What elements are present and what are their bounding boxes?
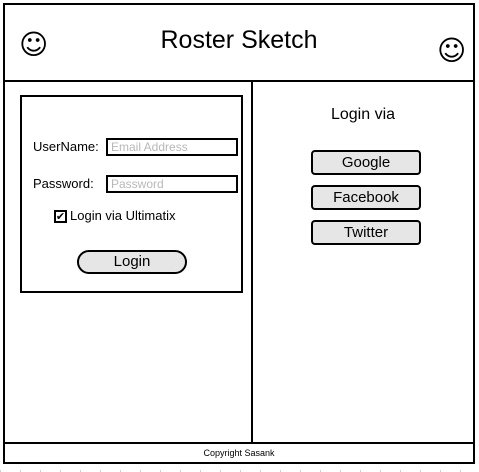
ultimatix-checkbox[interactable]: ✔ (54, 209, 67, 223)
footer-divider (5, 442, 473, 444)
username-label: UserName: (33, 139, 99, 154)
google-login-button[interactable]: Google (311, 150, 421, 175)
column-divider (251, 82, 253, 444)
login-button[interactable]: Login (77, 250, 187, 274)
ultimatix-checkbox-row[interactable]: ✔ Login via Ultimatix (54, 208, 176, 224)
username-input[interactable] (106, 138, 238, 156)
twitter-login-button[interactable]: Twitter (311, 220, 421, 245)
canvas-ruler (0, 466, 479, 472)
smiley-icon: ☺ (437, 34, 467, 67)
copyright-text: Copyright Sasank (203, 448, 275, 458)
password-label: Password: (33, 176, 94, 191)
app-frame: ☺ Roster Sketch ☺ UserName: Password: ✔ … (3, 3, 475, 464)
password-input[interactable] (106, 175, 238, 193)
header: ☺ Roster Sketch ☺ (5, 5, 473, 82)
login-via-title: Login via (330, 106, 396, 123)
page-title: Roster Sketch (160, 26, 318, 54)
ultimatix-checkbox-label: Login via Ultimatix (70, 208, 176, 223)
checkmark-icon: ✔ (55, 209, 66, 223)
facebook-login-button[interactable]: Facebook (311, 185, 421, 210)
login-form: UserName: Password: ✔ Login via Ultimati… (20, 95, 243, 293)
smiley-icon: ☺ (19, 28, 49, 61)
